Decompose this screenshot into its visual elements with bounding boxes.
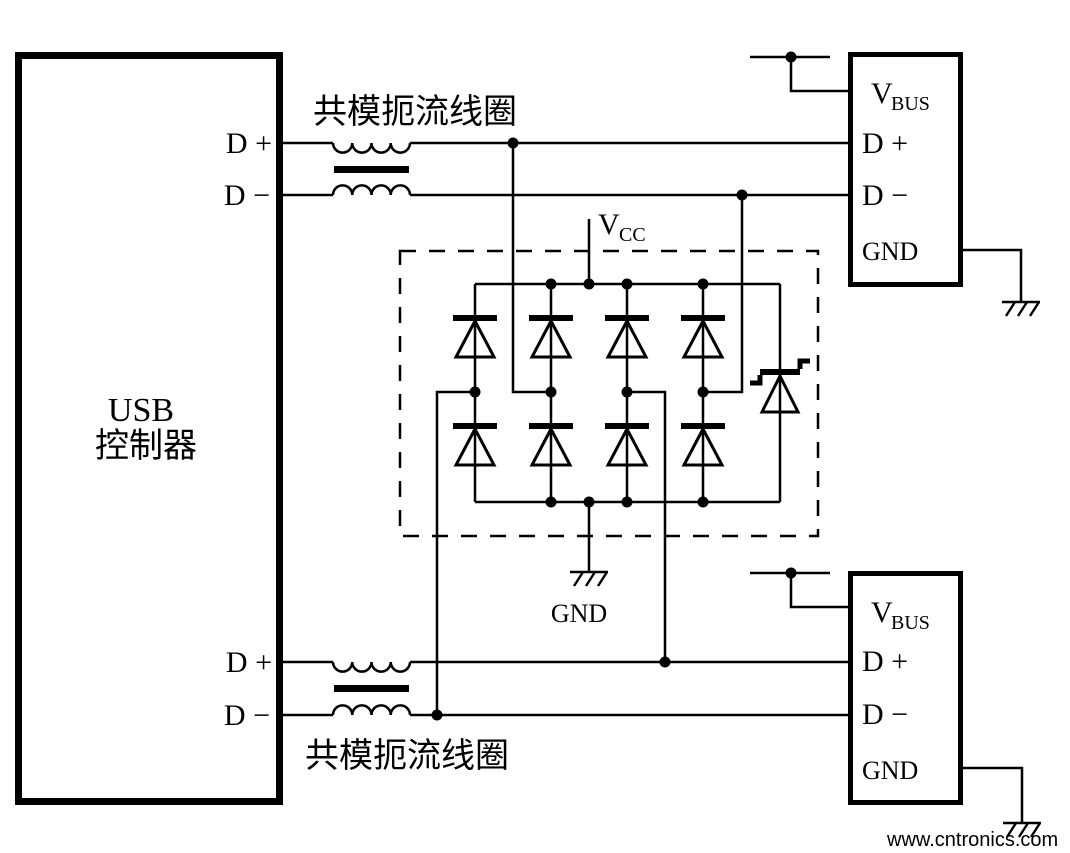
pin-label-d-plus: D + (862, 645, 908, 678)
junction-dot (507, 137, 519, 149)
zener-diode (750, 358, 810, 414)
usb-controller-title-line1: USB (108, 392, 174, 429)
esd-dashed-boundary (398, 249, 820, 538)
pin-label-d-minus: D − (862, 698, 908, 731)
usb-controller-title-line2: 控制器 (95, 427, 197, 465)
choke-bottom-label: 共模扼流线圈 (305, 737, 509, 775)
junction-dot (785, 51, 797, 63)
usb-connector-outline (848, 52, 963, 287)
ground-symbol (568, 570, 610, 588)
pin-label-d-minus-top: D − (224, 179, 270, 212)
pin-label-gnd: GND (862, 756, 918, 785)
choke-winding-bottom (331, 184, 412, 196)
junction-dot (583, 278, 595, 290)
junction-dot (621, 278, 633, 290)
choke-winding-top (331, 661, 412, 673)
pin-label-d-plus: D + (862, 127, 908, 160)
vbus-tap-wire (750, 55, 848, 93)
choke-winding-top (331, 142, 412, 154)
junction-dot (621, 386, 633, 398)
junction-dot (469, 386, 481, 398)
pin-label-d-minus-bottom: D − (224, 699, 270, 732)
junction-dot (697, 386, 709, 398)
vbus-pin-label: V (871, 596, 893, 629)
wire-drop-dplus-bottom (627, 390, 667, 662)
wire-drop-dminus-top (703, 195, 744, 394)
pin-label-d-plus-bottom: D + (226, 646, 272, 679)
junction-dot (431, 709, 443, 721)
gnd-label: GND (551, 599, 607, 628)
common-mode-choke-top: 共模扼流线圈 (313, 93, 517, 196)
vbus-tap-wire (750, 571, 848, 609)
usb-connector-outline (848, 571, 963, 805)
usb-controller-outline (15, 52, 283, 805)
wire-drop-dminus-bottom (435, 390, 475, 715)
usb-controller-box: USB 控制器 D + D − D + D − (15, 52, 283, 805)
vbus-pin-subscript: BUS (891, 93, 930, 115)
choke-top-label: 共模扼流线圈 (313, 93, 517, 131)
ground-symbol (1000, 300, 1042, 318)
junction-dot (545, 496, 557, 508)
junction-dot (659, 656, 671, 668)
junction-dot (697, 496, 709, 508)
watermark: www.cntronics.com (886, 829, 1058, 851)
choke-winding-bottom (331, 704, 412, 716)
junction-dot (697, 278, 709, 290)
vcc-subscript: CC (619, 224, 646, 246)
choke-core (334, 685, 409, 692)
junction-dot (545, 278, 557, 290)
choke-core (334, 166, 409, 173)
pin-label-gnd: GND (862, 237, 918, 266)
usb-connector-bottom: V BUS D + D − GND (750, 567, 1043, 839)
junction-dot (621, 496, 633, 508)
data-wires (283, 137, 848, 721)
junction-dot (545, 386, 557, 398)
vbus-pin-subscript: BUS (891, 612, 930, 634)
pin-label-d-plus-top: D + (226, 127, 272, 160)
vcc-label: V (598, 208, 620, 241)
pin-label-d-minus: D − (862, 179, 908, 212)
wire-drop-dplus-top (511, 143, 551, 394)
junction-dot (736, 189, 748, 201)
vbus-pin-label: V (871, 77, 893, 110)
gnd-pin-wire (963, 248, 1023, 302)
common-mode-choke-bottom: 共模扼流线圈 (305, 661, 509, 775)
esd-protection-array: V CC (398, 208, 820, 628)
gnd-pin-wire (963, 766, 1024, 823)
usb-connector-top: V BUS D + D − GND (750, 51, 1042, 318)
junction-dot (785, 567, 797, 579)
